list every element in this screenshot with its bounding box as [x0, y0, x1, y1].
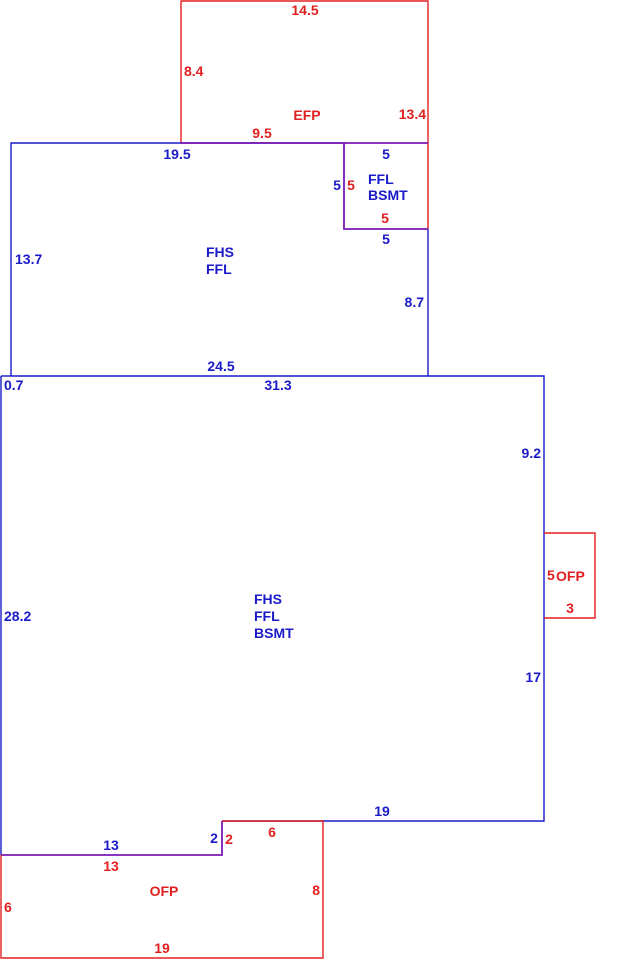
- bottom-ofp-dim-notch: 2: [225, 831, 233, 847]
- main-label-2: FFL: [254, 608, 280, 624]
- main-block-outline: [11, 375, 545, 822]
- side-ofp-label: OFP: [556, 568, 585, 584]
- small-bsmt-dim-bottom: 5: [382, 231, 390, 247]
- small-bsmt-outline: [181, 142, 428, 230]
- side-ofp-dim-height: 5: [547, 567, 555, 583]
- main-dim-step: 0.7: [4, 377, 24, 393]
- bottom-ofp-dim-left: 6: [4, 899, 12, 915]
- bottom-ofp-dim-top-left: 13: [103, 858, 119, 874]
- bottom-ofp-dim-top-right: 6: [268, 824, 276, 840]
- efp-dim-top: 14.5: [291, 2, 318, 18]
- side-ofp-dim-width: 3: [566, 600, 574, 616]
- main-dim-right-upper: 9.2: [522, 445, 542, 461]
- upper-wing-dim-right: 8.7: [405, 294, 425, 310]
- bottom-ofp-dim-bottom: 19: [154, 940, 170, 956]
- bottom-ofp-label: OFP: [150, 883, 179, 899]
- main-label-3: BSMT: [254, 625, 294, 641]
- bottom-ofp-dim-right: 8: [312, 882, 320, 898]
- upper-wing-dim-bottom: 24.5: [207, 358, 234, 374]
- efp-dim-left: 8.4: [184, 63, 204, 79]
- small-bsmt-dim-left-blue: 5: [333, 177, 341, 193]
- bottom-ofp-outline: [0, 820, 324, 959]
- small-bsmt-dim-top: 5: [382, 146, 390, 162]
- upper-wing-dim-left: 13.7: [15, 251, 42, 267]
- main-dim-left: 28.2: [4, 608, 31, 624]
- efp-dim-right: 13.4: [399, 106, 426, 122]
- main-label-1: FHS: [254, 591, 282, 607]
- main-dim-bottom-right: 19: [374, 803, 390, 819]
- side-ofp-outline: [544, 532, 596, 619]
- main-dim-right-lower: 17: [525, 669, 541, 685]
- small-bsmt-label-1: FFL: [368, 171, 394, 187]
- small-bsmt-dim-right-red: 5: [381, 210, 389, 226]
- main-dim-bottom-left: 13: [103, 837, 119, 853]
- small-bsmt-dim-left-red: 5: [347, 177, 355, 193]
- main-bottom-shared-wall: [1, 821, 223, 856]
- upper-wing-label-2: FFL: [206, 261, 232, 277]
- efp-label: EFP: [293, 107, 320, 123]
- upper-wing-dim-top: 19.5: [163, 146, 190, 162]
- main-dim-top: 31.3: [264, 377, 291, 393]
- main-dim-notch: 2: [210, 830, 218, 846]
- upper-wing-outline: [10, 142, 344, 376]
- efp-dim-bottom: 9.5: [252, 125, 272, 141]
- upper-wing-label-1: FHS: [206, 244, 234, 260]
- small-bsmt-label-2: BSMT: [368, 187, 408, 203]
- efp-outline: [180, 0, 429, 229]
